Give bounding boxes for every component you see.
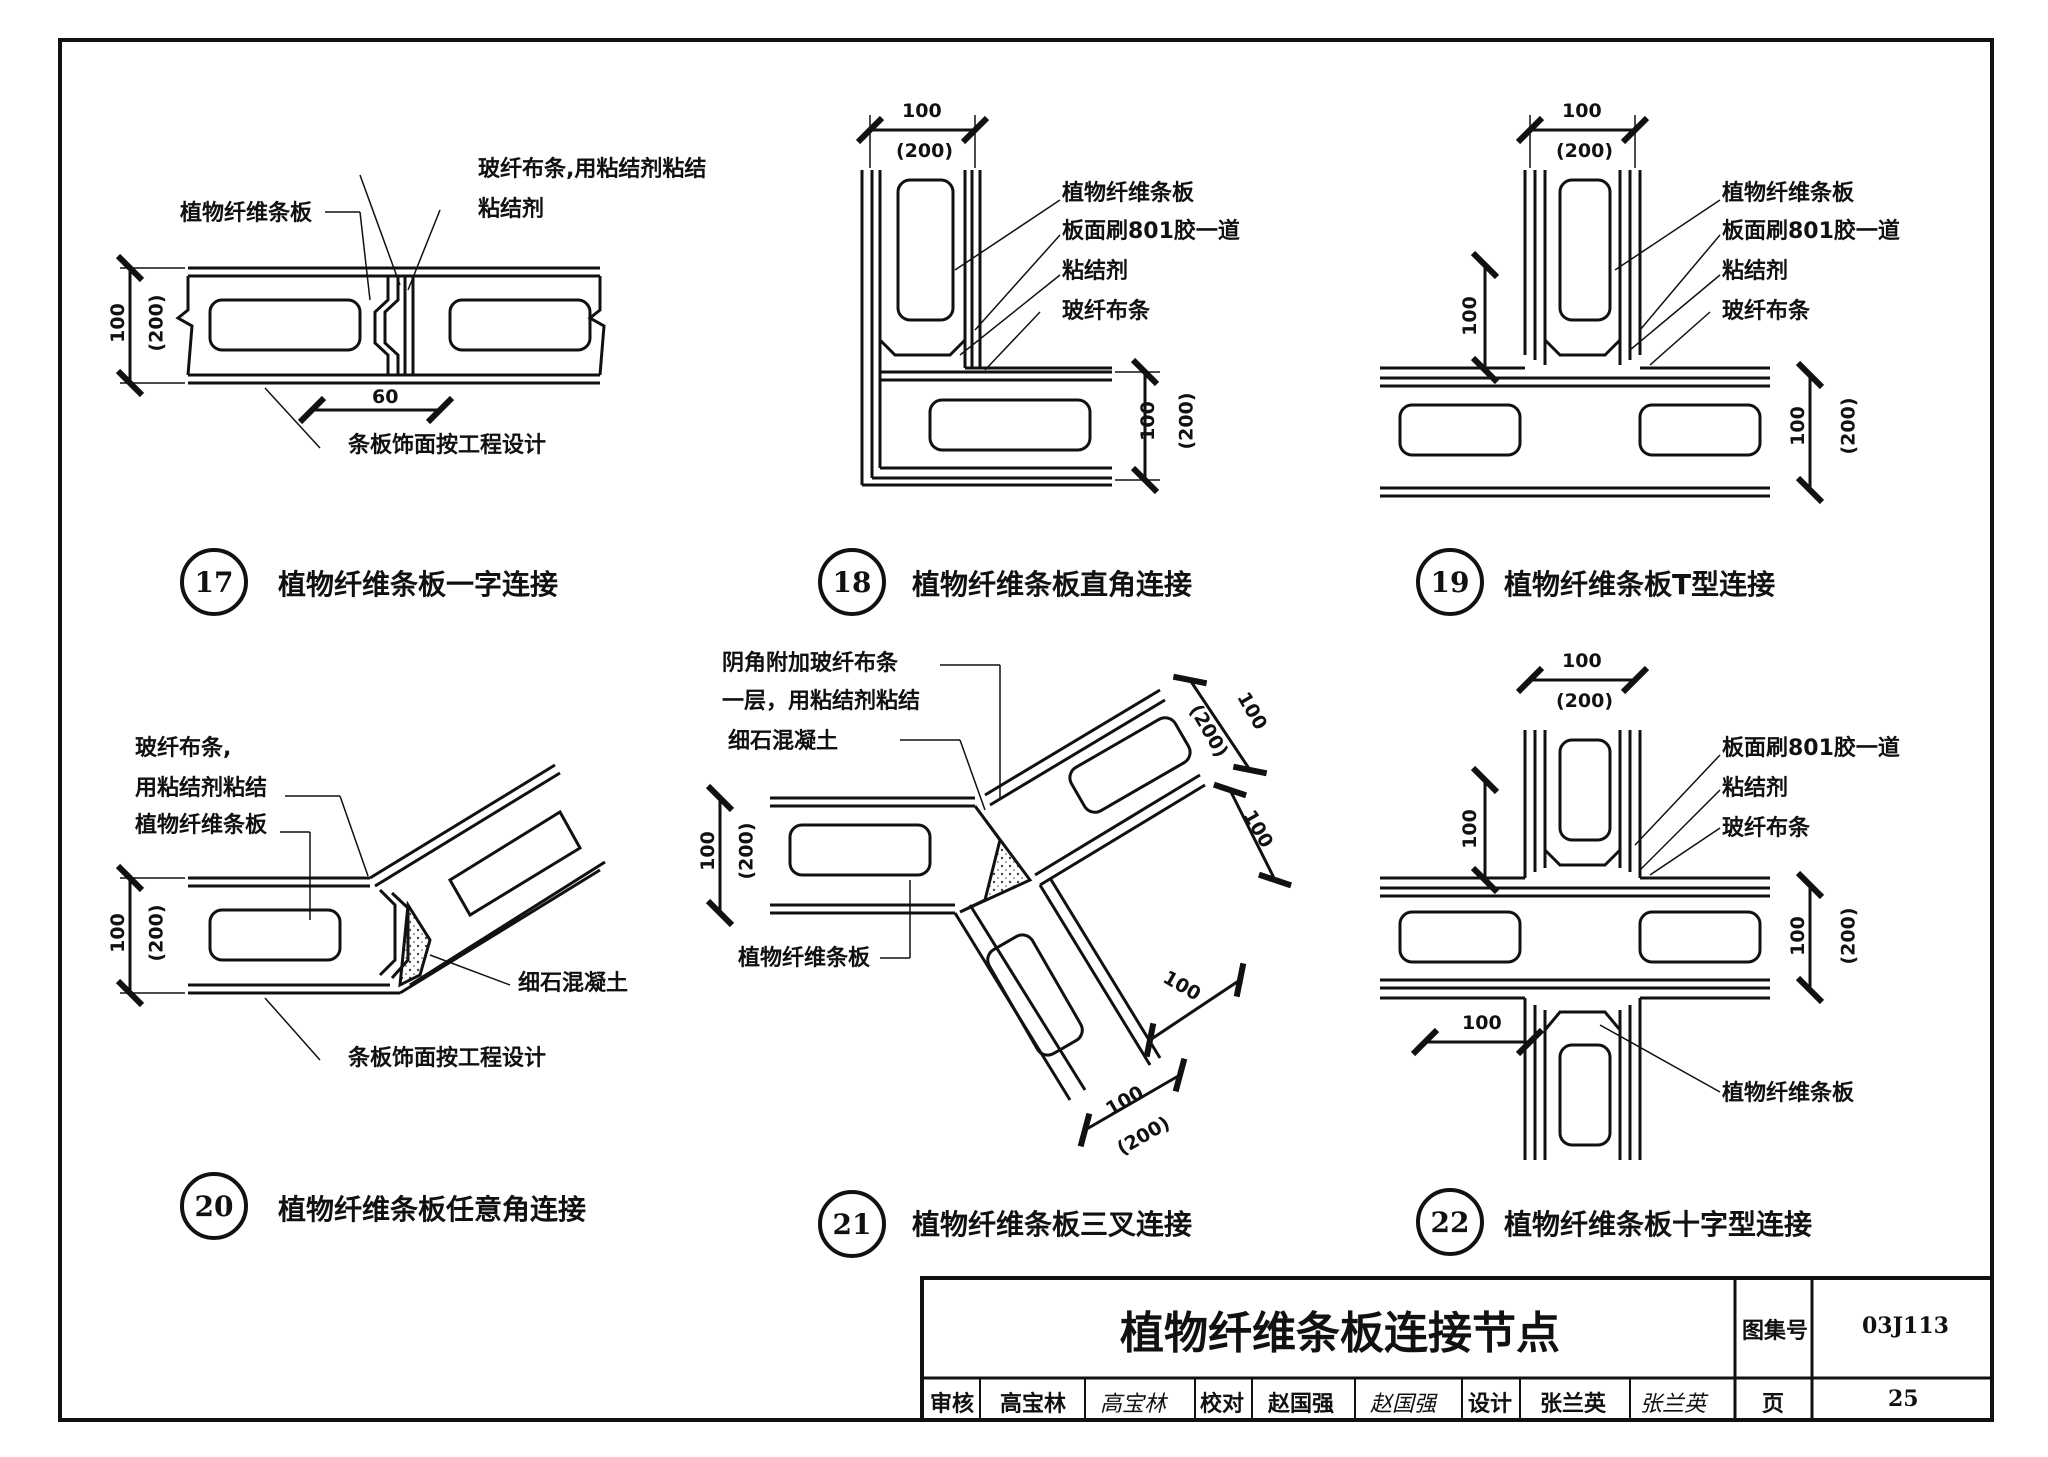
d22-dim-bottom-left: 100 — [1462, 1012, 1502, 1034]
d18-dim-side: 100 — [1136, 401, 1159, 441]
d22-dim-top: 100 — [1562, 650, 1602, 672]
title-block-title: 植物纤维条板连接节点 — [1120, 1308, 1560, 1359]
review-signature: 高宝林 — [1100, 1392, 1167, 1417]
d19-dim-side: 100 — [1786, 406, 1809, 446]
d20-label-finish: 条板饰面按工程设计 — [348, 1046, 547, 1071]
d22-label-fiber: 玻纤布条 — [1722, 816, 1811, 841]
check-signature: 赵国强 — [1370, 1392, 1437, 1417]
d21-number-badge: 21 — [818, 1190, 886, 1258]
d17-dim-thick-alt: (200) — [145, 294, 168, 352]
d18-number-badge: 18 — [818, 548, 886, 616]
d18-caption: 植物纤维条板直角连接 — [912, 568, 1193, 601]
design-label: 设计 — [1468, 1392, 1513, 1417]
d17-label-panel: 植物纤维条板 — [180, 201, 313, 226]
review-name: 高宝林 — [1000, 1392, 1067, 1417]
d21-label-fiber-a: 阴角附加玻纤布条 — [722, 651, 899, 676]
d19-caption: 植物纤维条板T型连接 — [1504, 568, 1776, 601]
d17-number-badge: 17 — [180, 548, 248, 616]
d19-label-fiber: 玻纤布条 — [1722, 299, 1811, 324]
d18-dim-side-alt: (200) — [1175, 392, 1198, 450]
d17-dim-thick: 100 — [106, 303, 129, 343]
d18-label-fiber: 玻纤布条 — [1062, 299, 1151, 324]
d22-number-badge: 22 — [1416, 1188, 1484, 1256]
d20-label-concrete: 细石混凝土 — [518, 971, 629, 996]
d21-caption: 植物纤维条板三叉连接 — [912, 1208, 1193, 1241]
page-label: 页 — [1762, 1392, 1785, 1417]
d17-label-finish: 条板饰面按工程设计 — [348, 433, 547, 458]
d20-label-fiber-a: 玻纤布条, — [135, 736, 232, 761]
review-label: 审核 — [930, 1392, 975, 1417]
design-name: 张兰英 — [1540, 1392, 1607, 1417]
d21-label-panel: 植物纤维条板 — [738, 946, 871, 971]
d19-dim-top-alt: (200) — [1556, 140, 1614, 162]
d21-label-concrete: 细石混凝土 — [728, 729, 839, 754]
d17-caption: 植物纤维条板一字连接 — [278, 568, 559, 601]
page-number: 25 — [1888, 1386, 1919, 1412]
d22-dim-left: 100 — [1458, 809, 1481, 849]
d20-number-badge: 20 — [180, 1172, 248, 1240]
d19-dim-side-alt: (200) — [1837, 397, 1860, 455]
detail-17-drawing — [115, 174, 606, 449]
d21-dim-left-alt: (200) — [735, 822, 758, 880]
d20-label-fiber-b: 用粘结剂粘结 — [135, 776, 268, 801]
check-label: 校对 — [1200, 1392, 1245, 1417]
d19-number-badge: 19 — [1416, 548, 1484, 616]
design-signature: 张兰英 — [1640, 1392, 1707, 1417]
d18-dim-top: 100 — [902, 100, 942, 122]
d20-dim-thick: 100 — [106, 913, 129, 953]
check-name: 赵国强 — [1268, 1392, 1335, 1417]
atlas-number-value: 03J113 — [1862, 1313, 1949, 1339]
detail-21-drawing — [705, 664, 1293, 1148]
d17-dim-width: 60 — [372, 386, 399, 408]
d18-label-adhesive: 粘结剂 — [1062, 259, 1129, 284]
d20-dim-thick-alt: (200) — [145, 904, 168, 962]
d22-dim-side: 100 — [1786, 916, 1809, 956]
d21-dim-left: 100 — [696, 831, 719, 871]
d19-label-panel: 植物纤维条板 — [1722, 181, 1855, 206]
d19-label-glue: 板面刷801胶一道 — [1722, 219, 1900, 244]
d19-dim-left: 100 — [1458, 296, 1481, 336]
d20-label-panel: 植物纤维条板 — [135, 813, 268, 838]
d22-label-glue: 板面刷801胶一道 — [1722, 736, 1900, 761]
title-block-frame — [920, 1276, 1994, 1422]
d19-label-adhesive: 粘结剂 — [1722, 259, 1789, 284]
d22-caption: 植物纤维条板十字型连接 — [1504, 1208, 1813, 1241]
d17-label-fiber-strip: 玻纤布条,用粘结剂粘结 — [478, 157, 707, 182]
d22-label-adhesive: 粘结剂 — [1722, 776, 1789, 801]
d21-label-fiber-b: 一层，用粘结剂粘结 — [722, 689, 921, 714]
d22-dim-top-alt: (200) — [1556, 690, 1614, 712]
d20-caption: 植物纤维条板任意角连接 — [278, 1193, 587, 1226]
detail-19-drawing — [1380, 115, 1825, 505]
d18-dim-top-alt: (200) — [896, 140, 954, 162]
detail-20-drawing — [115, 763, 606, 1061]
d18-label-glue: 板面刷801胶一道 — [1062, 219, 1240, 244]
detail-18-drawing — [855, 115, 1160, 495]
detail-22-drawing — [1380, 665, 1825, 1160]
atlas-number-label: 图集号 — [1742, 1319, 1809, 1344]
d17-label-adhesive: 粘结剂 — [478, 197, 545, 222]
d18-label-panel: 植物纤维条板 — [1062, 181, 1195, 206]
d22-dim-side-alt: (200) — [1837, 907, 1860, 965]
d22-label-panel: 植物纤维条板 — [1722, 1081, 1855, 1106]
d19-dim-top: 100 — [1562, 100, 1602, 122]
